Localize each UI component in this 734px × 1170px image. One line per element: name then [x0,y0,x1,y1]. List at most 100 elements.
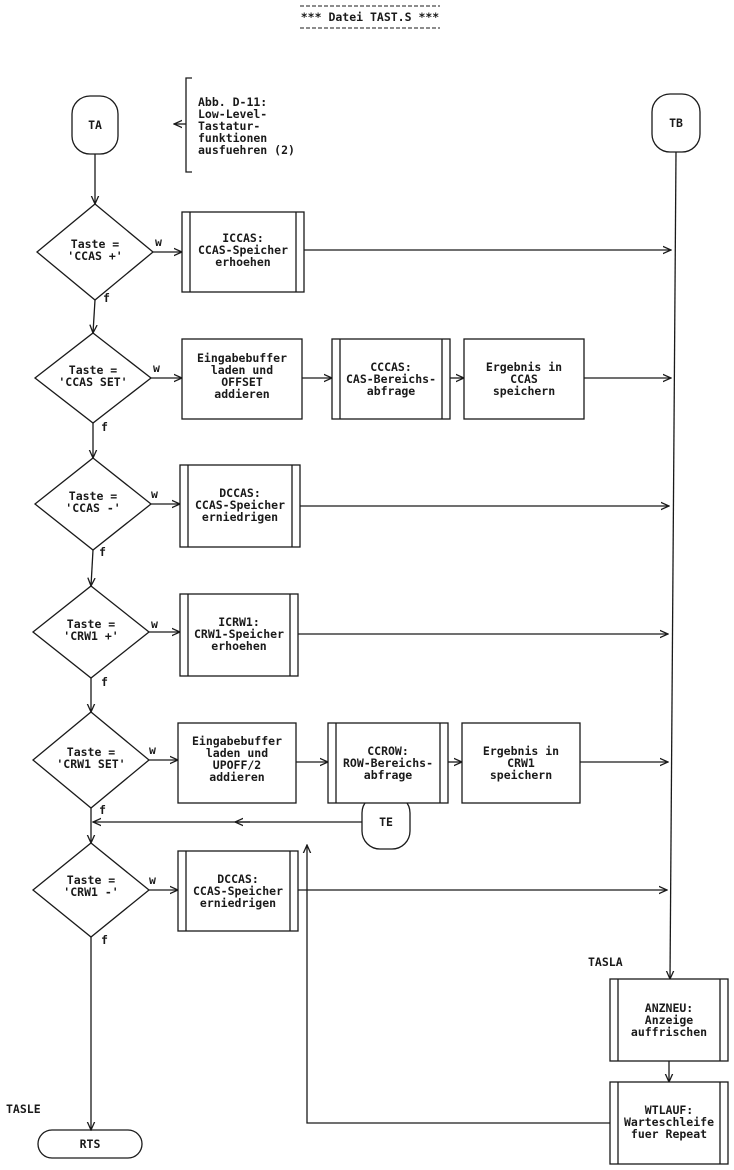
caption-line-5: ausfuehren (2) [198,143,295,157]
decision-2: Taste = 'CCAS SET' w f [33,332,160,434]
decision-1-line1: Taste = [71,237,120,251]
terminal-rts-label: RTS [80,1137,101,1151]
caption-line-3: Tastatur- [198,119,260,133]
box-dccas-2-line1: DCCAS: [217,872,259,886]
box-anzneu-line2: Anzeige [645,1013,694,1027]
box-icrw1: ICRW1: CRW1-Speicher erhoehen [179,593,299,677]
decision-3-true: w [151,487,158,501]
decision-3-false: f [99,545,106,559]
box-load-upoff-line3: UPOFF/2 [213,758,261,772]
box-load-offset-line1: Eingabebuffer [197,351,287,365]
box-wtlauf: WTLAUF: Warteschleife fuer Repeat [609,1081,729,1165]
box-cccas-line2: CAS-Bereichs- [346,372,436,386]
wtlauf-return-loop [307,845,610,1124]
tb-down-line [670,151,677,979]
box-result-crw1-line3: speichern [490,768,552,782]
terminal-tb-label: TB [669,116,683,130]
box-result-crw1-line2: CRW1 [507,756,535,770]
box-dccas-1-line3: erniedrigen [202,510,278,524]
decision-1-false: f [103,291,110,305]
decision-1: Taste = 'CCAS +' w f [35,203,162,305]
box-iccas: ICCAS: CCAS-Speicher erhoehen [181,211,305,293]
terminal-ta: TA [71,95,119,155]
decision-5: Taste = 'CRW1 SET' w f [31,711,156,817]
caption-line-1: Abb. D-11: [198,95,267,109]
box-load-offset-line4: addieren [214,387,269,401]
main-flow-lines [91,154,95,1130]
box-load-upoff-line2: laden und [206,746,268,760]
decision-4: Taste = 'CRW1 +' w f [31,585,158,689]
box-result-crw1-line1: Ergebnis in [483,744,559,758]
page-header: *** Datei TAST.S *** [300,5,440,29]
box-dccas-2: DCCAS: CCAS-Speicher erniedrigen [177,850,299,932]
box-anzneu: ANZNEU: Anzeige auffrischen [609,978,729,1062]
box-result-ccas: Ergebnis in CCAS speichern [463,338,585,420]
box-dccas-2-line2: CCAS-Speicher [193,884,283,898]
terminal-rts: RTS [37,1129,143,1159]
box-wtlauf-line1: WTLAUF: [645,1103,693,1117]
decision-1-line2: 'CCAS +' [67,249,122,263]
caption-line-4: funktionen [198,131,267,145]
decision-1-true: w [155,235,162,249]
decision-6: Taste = 'CRW1 -' w f [31,842,156,947]
box-result-ccas-line2: CCAS [510,372,538,386]
decision-6-true: w [149,873,156,887]
box-iccas-line2: CCAS-Speicher [198,243,288,257]
label-tasla: TASLA [588,955,623,969]
decision-4-false: f [101,675,108,689]
box-cccas-line3: abfrage [367,384,416,398]
box-icrw1-line3: erhoehen [211,639,266,653]
box-load-upoff-line4: addieren [209,770,264,784]
box-load-upoff: Eingabebuffer laden und UPOFF/2 addieren [177,722,297,804]
box-iccas-line3: erhoehen [215,255,270,269]
box-result-ccas-line1: Ergebnis in [486,360,562,374]
caption-line-2: Low-Level- [198,107,267,121]
box-load-offset-line2: laden und [211,363,273,377]
box-ccrow: CCROW: ROW-Bereichs- abfrage [327,722,449,804]
label-tasle: TASLE [6,1102,41,1116]
box-ccrow-line2: ROW-Bereichs- [343,756,433,770]
box-ccrow-line3: abfrage [364,768,413,782]
decision-5-line1: Taste = [67,745,116,759]
decision-2-false: f [101,420,108,434]
box-anzneu-line3: auffrischen [631,1025,707,1039]
box-wtlauf-line2: Warteschleife [624,1115,714,1129]
box-iccas-line1: ICCAS: [222,231,264,245]
box-result-ccas-line3: speichern [493,384,555,398]
box-dccas-2-line3: erniedrigen [200,896,276,910]
box-result-crw1: Ergebnis in CRW1 speichern [461,722,581,804]
box-wtlauf-line3: fuer Repeat [631,1127,707,1141]
decision-3: Taste = 'CCAS -' w f [33,457,158,559]
terminal-ta-label: TA [88,118,102,132]
box-icrw1-line1: ICRW1: [218,615,260,629]
decision-2-true: w [153,361,160,375]
box-load-offset-line3: OFFSET [221,375,263,389]
box-load-upoff-line1: Eingabebuffer [192,734,282,748]
box-load-offset: Eingabebuffer laden und OFFSET addieren [181,338,303,420]
decision-6-line2: 'CRW1 -' [63,885,118,899]
box-cccas: CCCAS: CAS-Bereichs- abfrage [331,338,451,420]
box-dccas-1-line1: DCCAS: [219,486,261,500]
box-dccas-1: DCCAS: CCAS-Speicher erniedrigen [179,464,301,548]
figure-caption: Abb. D-11: Low-Level- Tastatur- funktion… [174,77,295,173]
decision-6-line1: Taste = [67,873,116,887]
box-icrw1-line2: CRW1-Speicher [194,627,284,641]
decision-4-line1: Taste = [67,617,116,631]
decision-3-line1: Taste = [69,489,118,503]
box-cccas-line1: CCCAS: [370,360,412,374]
decision-4-true: w [151,617,158,631]
terminal-tb: TB [651,93,701,153]
decision-5-false: f [99,803,106,817]
decision-5-true: w [149,743,156,757]
decision-3-line2: 'CCAS -' [65,501,120,515]
decision-5-line2: 'CRW1 SET' [56,757,125,771]
decision-6-false: f [101,933,108,947]
decision-2-line2: 'CCAS SET' [58,375,127,389]
box-ccrow-line1: CCROW: [367,744,409,758]
decision-4-line2: 'CRW1 +' [63,629,118,643]
page-title: *** Datei TAST.S *** [301,10,440,24]
decision-2-line1: Taste = [69,363,118,377]
box-anzneu-line1: ANZNEU: [645,1001,693,1015]
box-dccas-1-line2: CCAS-Speicher [195,498,285,512]
